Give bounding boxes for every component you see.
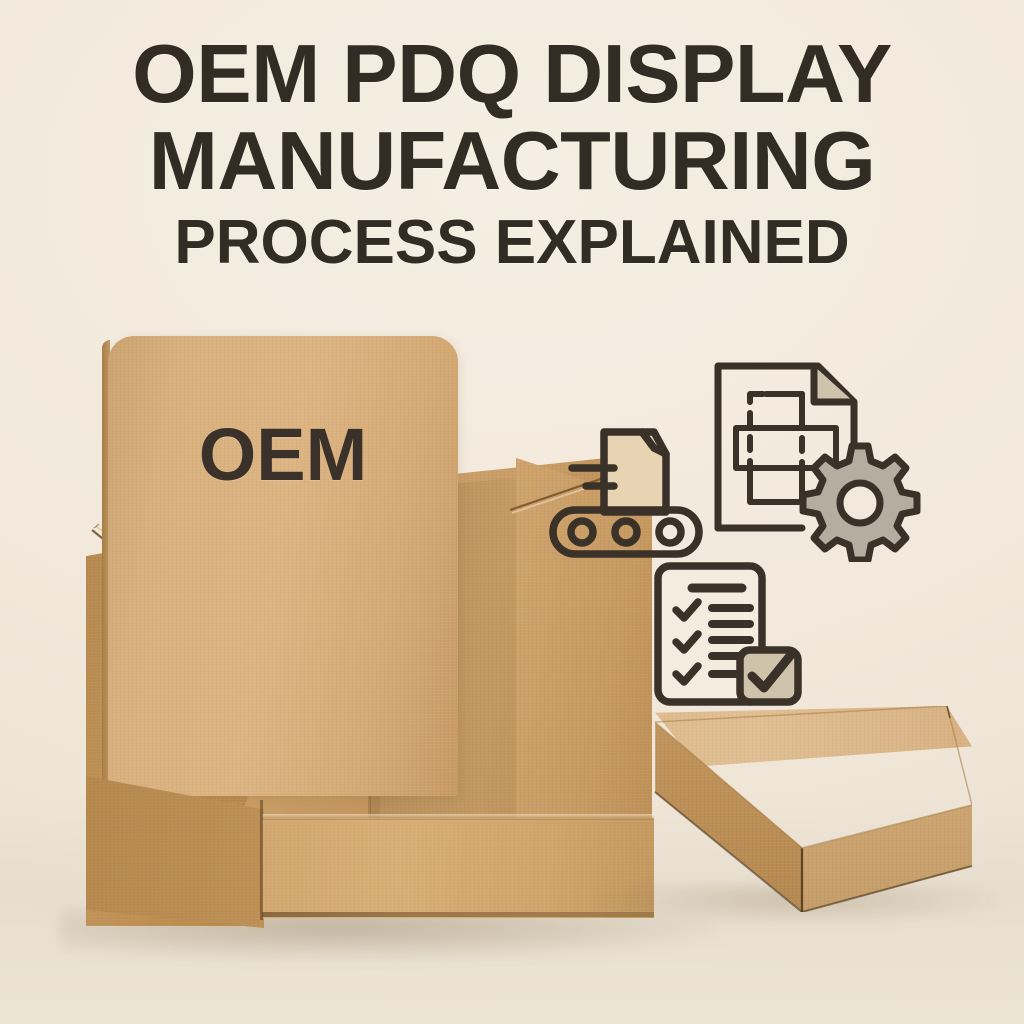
heading-line-2: MANUFACTURING [148, 113, 876, 207]
heading-line-1: OEM PDQ DISPLAY [132, 27, 892, 120]
gear-icon [798, 438, 922, 562]
pdq-tray-top-lip [262, 814, 654, 820]
pdq-printed-label: OEM [198, 413, 368, 496]
pdq-tray-bottom-edge [262, 912, 654, 917]
poster-heading: OEM PDQ DISPLAY MANUFACTURING PROCESS EX… [0, 27, 1024, 277]
shipping-box [612, 706, 972, 912]
pdq-backer-panel: OEM [108, 336, 458, 796]
checklist-icon [648, 556, 824, 716]
conveyor-belt-icon [546, 414, 706, 560]
pdq-tray-front-face [262, 818, 654, 918]
pdq-backer-board-edge [102, 340, 110, 792]
heading-line-3: PROCESS EXPLAINED [174, 208, 850, 277]
pdq-tray-corner-seam [260, 800, 263, 920]
